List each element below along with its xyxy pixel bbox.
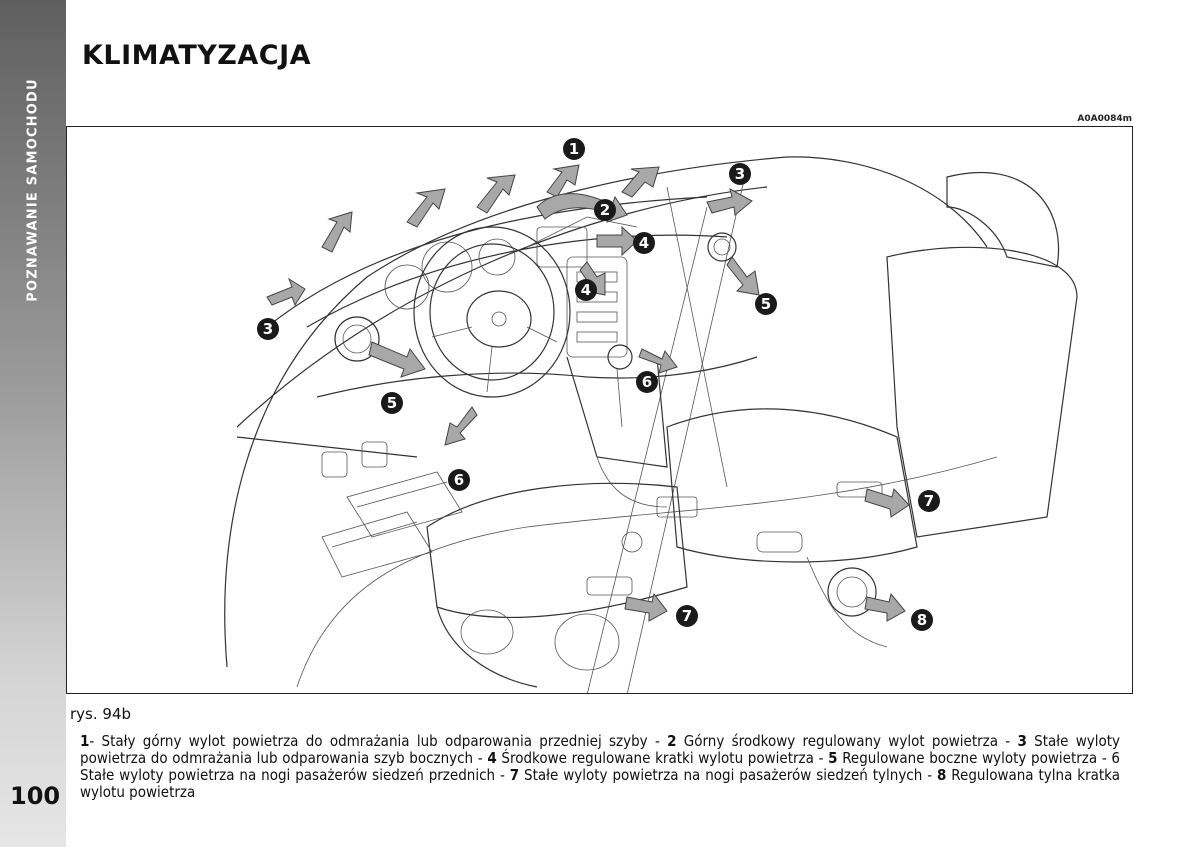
svg-text:1: 1 xyxy=(569,140,579,158)
callout-5-left: 5 xyxy=(381,392,403,414)
svg-text:6: 6 xyxy=(454,471,464,489)
legend-num-4: 4 xyxy=(487,749,497,767)
center-console xyxy=(566,344,803,553)
callout-7-right: 7 xyxy=(918,490,940,512)
legend-num-2: 2 xyxy=(667,732,677,750)
svg-text:8: 8 xyxy=(917,611,927,629)
floor-area xyxy=(321,441,888,648)
svg-text:4: 4 xyxy=(639,234,649,252)
legend-num-1: 1 xyxy=(80,732,90,750)
legend-text-7: Stałe wyloty powietrza na nogi pasażerów… xyxy=(519,766,937,784)
callout-8: 8 xyxy=(911,609,933,631)
side-tab-label: POZNAWANIE SAMOCHODU xyxy=(25,78,41,302)
svg-text:3: 3 xyxy=(735,165,745,183)
callout-4-center: 4 xyxy=(575,279,597,301)
callout-4-right: 4 xyxy=(633,232,655,254)
side-tab: POZNAWANIE SAMOCHODU xyxy=(0,0,66,847)
figure-caption: rys. 94b xyxy=(70,705,132,723)
callout-5-right: 5 xyxy=(755,293,777,315)
page-number: 100 xyxy=(10,782,61,810)
callout-6-left: 6 xyxy=(448,469,470,491)
callout-1: 1 xyxy=(563,138,585,160)
airflow-arrows xyxy=(266,164,910,622)
legend-num-8: 8 xyxy=(937,766,947,784)
page-title: KLIMATYZACJA xyxy=(82,40,312,71)
callout-3-left: 3 xyxy=(257,318,279,340)
svg-text:7: 7 xyxy=(682,607,692,625)
callout-3-right: 3 xyxy=(729,163,751,185)
svg-text:5: 5 xyxy=(387,394,397,412)
figure-code: A0A0084m xyxy=(1077,114,1132,124)
callout-2: 2 xyxy=(594,199,616,221)
legend-text-3: Stałe wyloty powietrza do odmrażania lub… xyxy=(80,732,1120,767)
steering-wheel xyxy=(413,226,571,398)
seats xyxy=(426,171,1078,688)
legend-num-7: 7 xyxy=(509,766,520,784)
dashboard xyxy=(306,216,758,398)
legend-num-5: 5 xyxy=(828,749,838,767)
legend-text-4: Środkowe regulowane kratki wylotu powiet… xyxy=(496,749,829,767)
callout-6-center: 6 xyxy=(636,371,658,393)
car-interior-illustration: 1 2 3 3 4 4 5 5 6 6 7 7 8 xyxy=(66,126,1133,694)
svg-text:4: 4 xyxy=(581,281,591,299)
car-outline xyxy=(224,156,998,693)
svg-text:6: 6 xyxy=(642,373,652,391)
svg-text:7: 7 xyxy=(924,492,934,510)
legend-text-8: Regulowana tylna kratka wylotu powietrza xyxy=(80,766,1120,801)
callout-7-center: 7 xyxy=(676,605,698,627)
svg-text:3: 3 xyxy=(263,320,273,338)
legend-text-1: - Stały górny wylot powietrza do odmraża… xyxy=(89,732,668,750)
svg-text:5: 5 xyxy=(761,295,771,313)
svg-text:2: 2 xyxy=(600,201,610,219)
legend-text-2: Górny środkowy regulowany wylot powietrz… xyxy=(676,732,1018,750)
legend-num-3: 3 xyxy=(1017,732,1027,750)
legend-text-5: Regulowane boczne wyloty powietrza - 6 S… xyxy=(80,749,1120,784)
figure-legend: 1- Stały górny wylot powietrza do odmraż… xyxy=(80,733,1120,801)
